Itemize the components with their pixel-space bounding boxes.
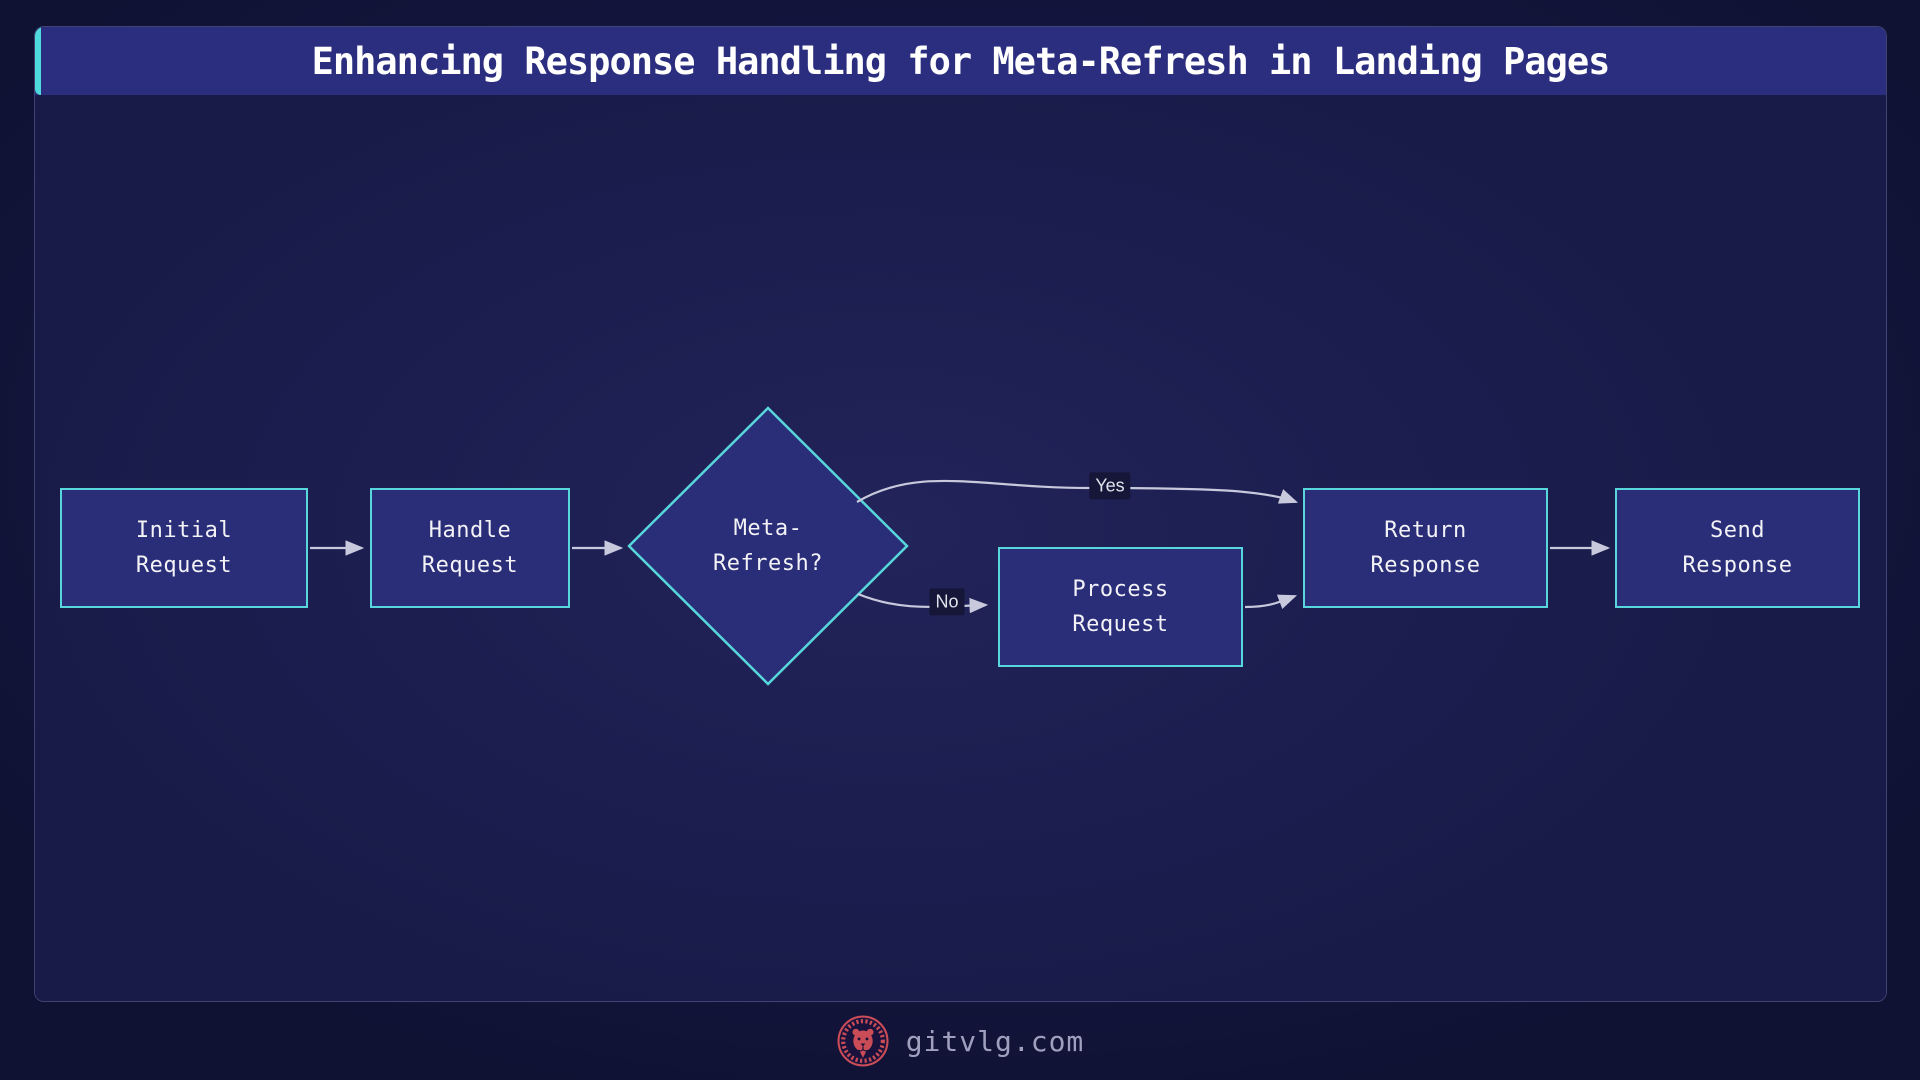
node-label-line: Return	[1384, 517, 1467, 543]
edge-process-to-return	[1244, 594, 1298, 610]
node-label-line: Request	[135, 552, 233, 578]
title-accent-bar	[35, 27, 41, 95]
node-label-line: Refresh?	[713, 550, 823, 576]
diagram-frame: Enhancing Response Handling for Meta-Ref…	[34, 26, 1887, 1002]
footer-site-text: gitvlg.com	[905, 1024, 1085, 1058]
edge-decision-no-to-process	[857, 592, 989, 614]
node-label-line: Response	[1370, 552, 1481, 578]
node-label-line: Response	[1682, 552, 1793, 578]
node-process-request: Process Request	[998, 547, 1243, 667]
flowchart-wires	[310, 406, 1611, 686]
decision-diamond-shape	[627, 406, 909, 686]
edge-label-no: No	[929, 588, 965, 616]
lion-logo-icon	[837, 1015, 889, 1067]
node-label-line: Meta-	[733, 515, 803, 541]
node-label-line: Send	[1710, 517, 1765, 543]
flowchart-area: Initial Request Handle Request Meta- Ref…	[35, 95, 1886, 1001]
node-label-line: Request	[421, 552, 519, 578]
node-label-line: Initial	[135, 517, 233, 543]
node-return-response: Return Response	[1303, 488, 1548, 608]
node-label-line: Process	[1072, 576, 1169, 602]
node-initial-request: Initial Request	[60, 488, 308, 608]
edge-label-yes: Yes	[1089, 472, 1131, 500]
page-title: Enhancing Response Handling for Meta-Ref…	[311, 39, 1611, 83]
node-handle-request: Handle Request	[370, 488, 570, 608]
footer: gitvlg.com	[0, 1002, 1920, 1080]
node-label-line: Handle	[428, 517, 512, 543]
edge-decision-yes-to-return	[856, 479, 1299, 504]
node-meta-refresh-decision: Meta- Refresh?	[648, 501, 888, 591]
node-send-response: Send Response	[1615, 488, 1860, 608]
title-bar: Enhancing Response Handling for Meta-Ref…	[35, 27, 1886, 95]
node-label-line: Request	[1072, 611, 1169, 637]
